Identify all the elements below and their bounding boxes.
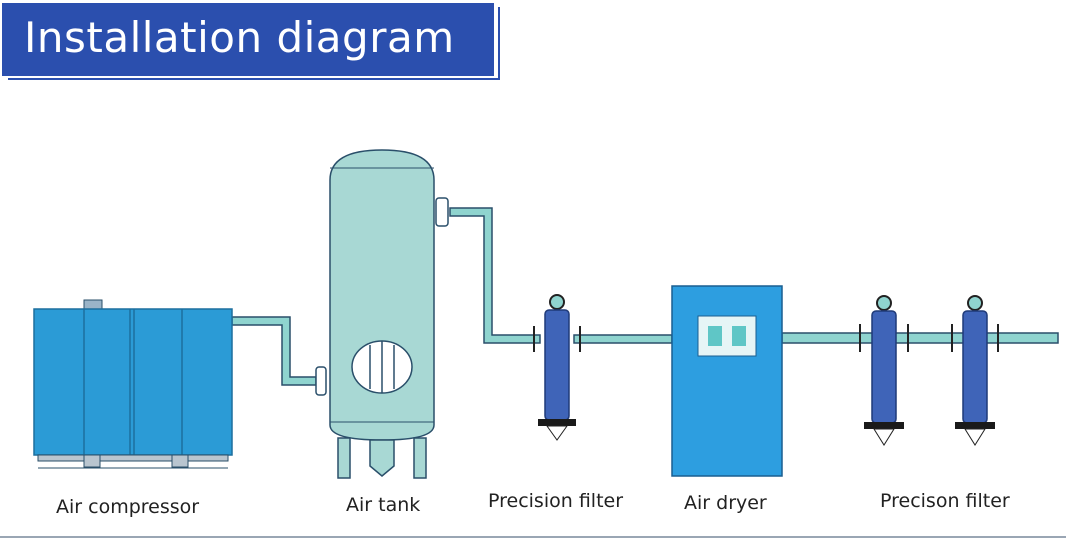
filter-cap xyxy=(549,294,565,310)
label-air-dryer: Air dryer xyxy=(684,492,767,514)
label-precision-filter: Precision filter xyxy=(488,490,624,512)
bottom-divider xyxy=(0,536,1066,538)
filter-drain xyxy=(873,428,895,446)
pipe-dryer-to-outlet xyxy=(781,332,1059,344)
filter-body xyxy=(544,309,570,421)
dryer-display xyxy=(697,315,757,357)
compressor-foot xyxy=(83,454,101,468)
filter-base-plate xyxy=(538,419,576,426)
page-title: Installation diagram xyxy=(24,13,455,62)
filter-cap xyxy=(967,295,983,311)
dryer-display-cell xyxy=(732,326,746,346)
filter-base-plate xyxy=(955,422,995,429)
precision-filter-3 xyxy=(951,295,999,446)
compressor-top-cap xyxy=(83,299,103,310)
precision-filter-2 xyxy=(859,295,909,446)
filter-drain xyxy=(964,428,986,446)
tank-body xyxy=(329,149,435,441)
tank-leg xyxy=(413,437,427,479)
label-air-tank: Air tank xyxy=(346,494,421,516)
filter-drain xyxy=(546,425,568,441)
compressor-base xyxy=(37,454,229,462)
precision-filter-1 xyxy=(533,294,581,441)
pipe-compressor-to-tank xyxy=(231,316,317,386)
air-dryer xyxy=(671,285,783,477)
filter-body xyxy=(871,310,897,424)
compressor-foot xyxy=(171,454,189,468)
label-air-compressor: Air compressor xyxy=(56,496,200,518)
tank-leg xyxy=(337,437,351,479)
air-compressor xyxy=(33,299,233,469)
title-banner: Installation diagram xyxy=(2,3,494,76)
filter-cap xyxy=(876,295,892,311)
dryer-body xyxy=(671,285,783,477)
tank-inlet-flange xyxy=(315,366,327,396)
dryer-display-cell xyxy=(708,326,722,346)
tank-drain xyxy=(369,439,395,477)
filter-base-plate xyxy=(864,422,904,429)
pipe-filter-to-dryer xyxy=(573,334,673,344)
compressor-body xyxy=(33,308,233,456)
filter-body xyxy=(962,310,988,424)
pipe-tank-to-filter xyxy=(449,207,541,344)
air-tank xyxy=(315,149,449,479)
tank-outlet-flange xyxy=(435,197,449,227)
label-precison-filter: Precison filter xyxy=(880,490,1010,512)
